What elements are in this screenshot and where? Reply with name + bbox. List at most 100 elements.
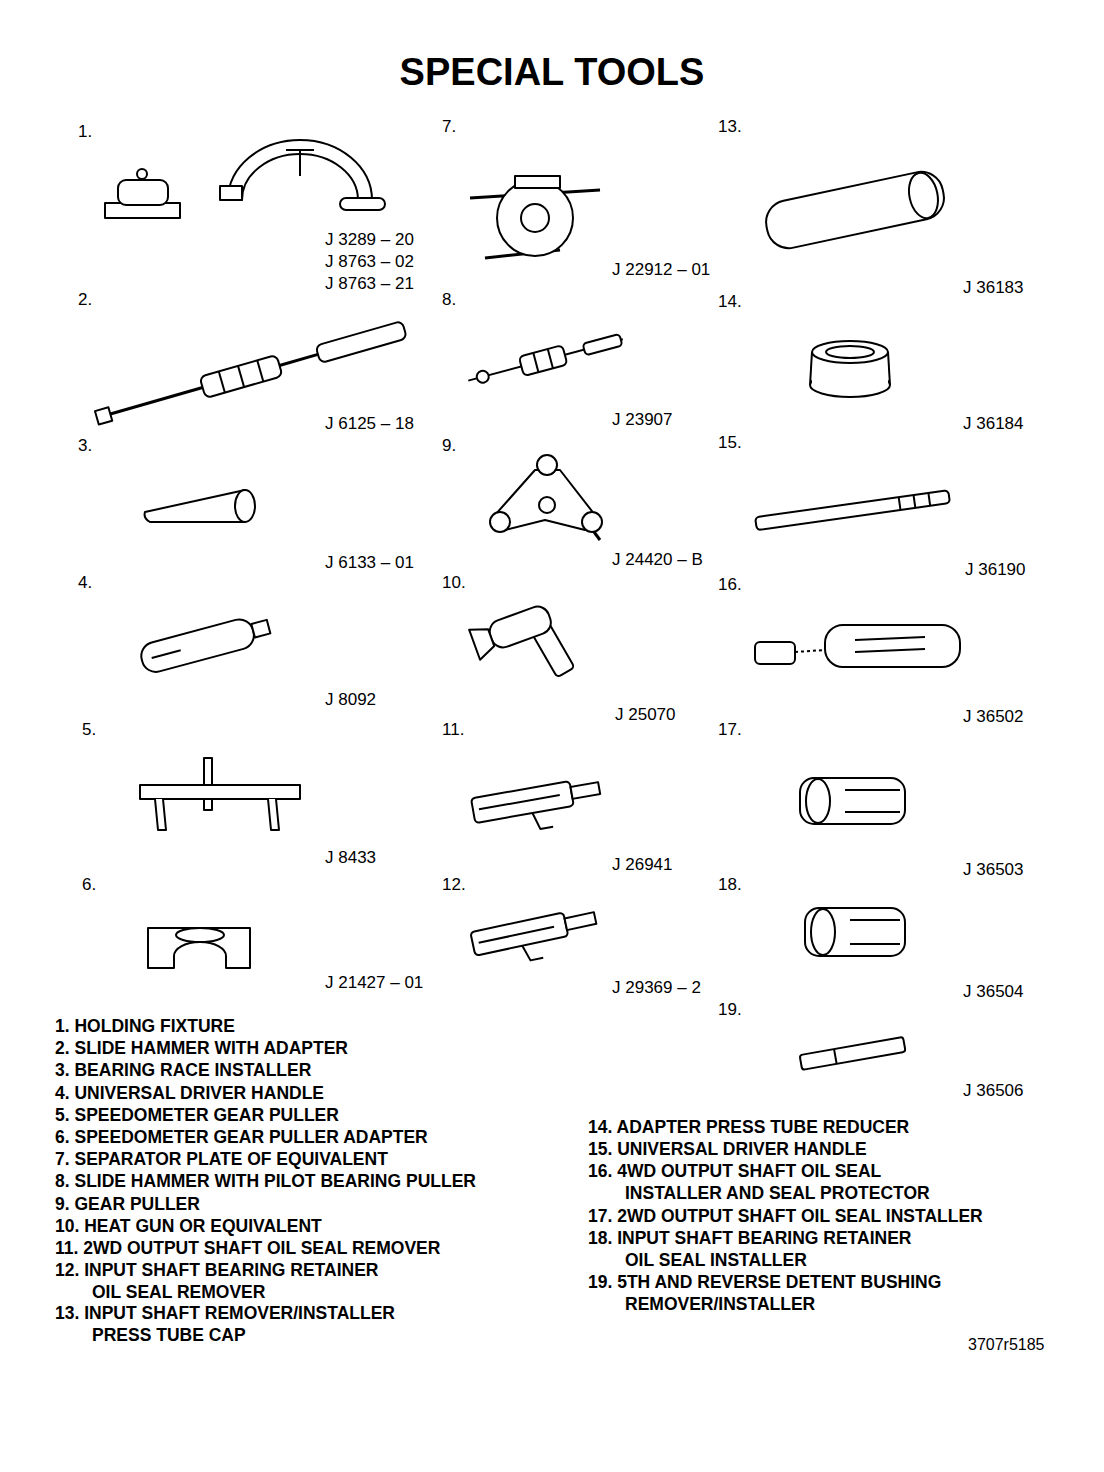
part-number: J 23907: [612, 410, 673, 430]
callout-number: 9.: [442, 436, 456, 456]
reducer-side: [888, 352, 890, 385]
driver-thread: [251, 620, 270, 638]
part-number: J 22912 – 01: [612, 260, 710, 280]
hammer-shaft: [102, 387, 203, 416]
legend-item: 9. GEAR PULLER: [55, 1193, 200, 1215]
callout-number: 8.: [442, 290, 456, 310]
installer-slot: [850, 943, 900, 945]
puller-bolt: [582, 512, 602, 532]
remover-slot: [479, 795, 560, 809]
puller-bar: [140, 785, 300, 799]
clamp-screw: [286, 149, 314, 151]
reducer-top: [812, 341, 888, 363]
legend-item: 3. BEARING RACE INSTALLER: [55, 1059, 311, 1081]
part-number: J 36504: [963, 982, 1024, 1002]
legend-item: 15. UNIVERSAL DRIVER HANDLE: [588, 1138, 867, 1160]
clamp-screw: [299, 150, 301, 176]
callout-number: 11.: [442, 720, 464, 740]
callout-number: 13.: [718, 117, 742, 137]
tube-end: [905, 170, 942, 221]
driver-thread: [914, 495, 916, 508]
separator-bore: [521, 204, 549, 232]
callout-number: 18.: [718, 875, 742, 895]
part-number: J 36184: [963, 414, 1024, 434]
page-title: SPECIAL TOOLS: [0, 50, 1104, 94]
callout-number: 5.: [82, 720, 96, 740]
installer-flute: [855, 649, 925, 652]
legend-item: 10. HEAT GUN OR EQUIVALENT: [55, 1215, 322, 1237]
part-number: J 36183: [963, 278, 1024, 298]
separator-plate: [497, 180, 573, 256]
reducer-side: [810, 352, 812, 385]
installer-slot: [845, 789, 900, 791]
hammer-adapter: [95, 407, 112, 424]
assembly-line: [795, 650, 825, 652]
puller-leg: [268, 799, 279, 830]
part-number: J 29369 – 2: [612, 978, 701, 998]
callout-number: 19.: [718, 1000, 742, 1020]
seal-protector: [755, 642, 795, 664]
legend-item: 5. SPEEDOMETER GEAR PULLER: [55, 1104, 339, 1126]
legend-item: 14. ADAPTER PRESS TUBE REDUCER: [588, 1116, 909, 1138]
part-number: J 8433: [325, 848, 376, 868]
part-number: J 36190: [965, 560, 1026, 580]
legend-item: 18. INPUT SHAFT BEARING RETAINER OIL SEA…: [588, 1227, 911, 1271]
installer-face: [811, 909, 835, 955]
puller-bolt: [490, 512, 510, 532]
callout-number: 2.: [78, 290, 92, 310]
callout-number: 1.: [78, 122, 92, 142]
part-number: J 8763 – 21: [325, 274, 414, 294]
installer-face: [806, 779, 830, 823]
legend-item: 1. HOLDING FIXTURE: [55, 1015, 235, 1037]
callout-number: 6.: [82, 875, 96, 895]
adapter-body: [148, 928, 250, 968]
installer-face: [235, 490, 255, 522]
remover-pin: [571, 782, 601, 799]
legend-item: 12. INPUT SHAFT BEARING RETAINER OIL SEA…: [55, 1259, 378, 1303]
part-number: J 25070: [615, 705, 676, 725]
callout-number: 7.: [442, 117, 456, 137]
reducer-bore: [826, 346, 874, 358]
clamp-frame: [228, 140, 372, 200]
driver-thread: [899, 497, 901, 510]
legend-item: 13. INPUT SHAFT REMOVER/INSTALLER PRESS …: [55, 1302, 395, 1346]
remover-body: [470, 913, 568, 956]
part-number: J 8763 – 02: [325, 252, 414, 272]
remover-pin: [565, 912, 597, 930]
legend-item: 16. 4WD OUTPUT SHAFT OIL SEAL INSTALLER …: [588, 1160, 930, 1204]
driver-rod: [755, 490, 950, 530]
puller-hub: [539, 497, 555, 513]
legend-item: 17. 2WD OUTPUT SHAFT OIL SEAL INSTALLER: [588, 1205, 983, 1227]
callout-number: 12.: [442, 875, 466, 895]
bushing-tool: [800, 1037, 906, 1070]
press-tube: [762, 168, 948, 252]
part-number: J 24420 – B: [612, 550, 703, 570]
installer-slot: [845, 811, 900, 813]
remover-slot: [479, 927, 554, 943]
part-number: J 36502: [963, 707, 1024, 727]
separator-clamp: [515, 176, 560, 188]
callout-number: 16.: [718, 575, 742, 595]
hammer-weight: [200, 355, 283, 398]
legend-item: 2. SLIDE HAMMER WITH ADAPTER: [55, 1037, 348, 1059]
callout-number: 3.: [78, 436, 92, 456]
gun-body: [486, 603, 554, 651]
legend-item: 11. 2WD OUTPUT SHAFT OIL SEAL REMOVER: [55, 1237, 440, 1259]
remover-body: [471, 781, 574, 823]
legend-item: 19. 5TH AND REVERSE DETENT BUSHING REMOV…: [588, 1271, 941, 1315]
part-number: J 21427 – 01: [325, 973, 423, 993]
part-number: J 3289 – 20: [325, 230, 414, 250]
figure-code: 3707r5185: [968, 1335, 1045, 1355]
part-number: J 8092: [325, 690, 376, 710]
installer-body: [825, 625, 960, 667]
hammer-handle: [583, 334, 623, 355]
adapter-bore: [176, 928, 224, 942]
remover-lever: [522, 942, 543, 961]
callout-number: 15.: [718, 433, 742, 453]
hammer-grip: [257, 360, 263, 381]
clamp-screw: [220, 186, 242, 200]
puller-bolt: [537, 455, 557, 475]
hammer-shaft: [280, 354, 318, 365]
installer-flute: [855, 637, 925, 640]
